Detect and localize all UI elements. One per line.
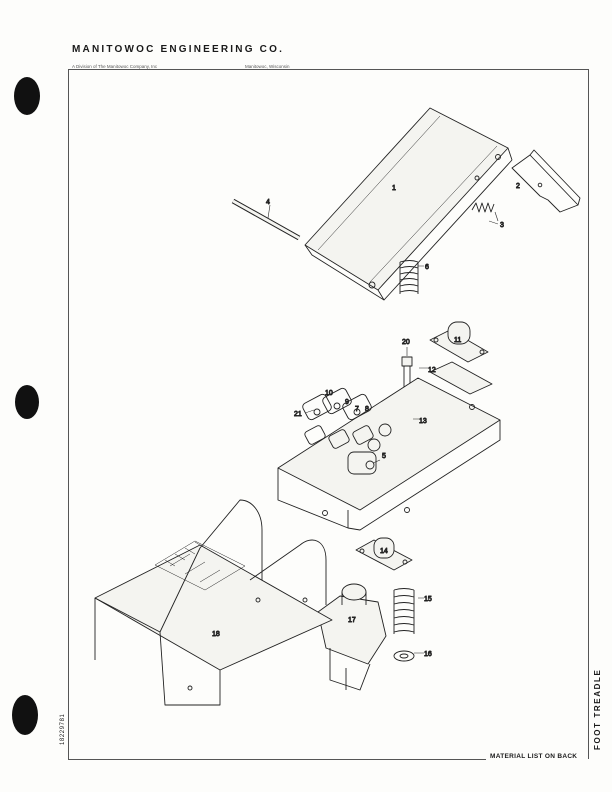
callout-21: 21 xyxy=(294,411,302,418)
division-line: A Division of The Manitowoc Company, Inc xyxy=(72,64,158,69)
callout-3: 3 xyxy=(500,222,504,229)
punch-hole-middle xyxy=(15,385,39,419)
company-name: MANITOWOC ENGINEERING CO. xyxy=(72,44,285,55)
callout-2: 2 xyxy=(516,183,520,190)
part-13-mounting-base xyxy=(277,377,501,531)
callout-16: 16 xyxy=(424,651,432,658)
material-list-note: MATERIAL LIST ON BACK xyxy=(490,753,578,760)
callout-6: 6 xyxy=(425,264,429,271)
callout-14: 14 xyxy=(380,548,388,555)
part-17-housing xyxy=(317,583,387,691)
frame-right-rule xyxy=(588,69,589,759)
frame-top-rule xyxy=(68,69,588,70)
part-11-top-block xyxy=(429,321,489,363)
part-18-treadle-frame xyxy=(94,499,333,706)
part-3-spring xyxy=(471,202,499,222)
part-1-pedal-plate xyxy=(304,107,513,301)
callout-7: 7 xyxy=(355,406,359,413)
frame-left-rule xyxy=(68,69,69,759)
punch-hole-bottom xyxy=(12,695,38,735)
callout-17: 17 xyxy=(348,617,356,624)
frame-bottom-rule xyxy=(68,759,486,760)
callout-5: 5 xyxy=(382,453,386,460)
part-12-shim xyxy=(429,361,493,395)
part-14-lower-block xyxy=(355,537,413,571)
callout-20: 20 xyxy=(402,339,410,346)
leader-lines xyxy=(304,220,499,654)
part-6-spring xyxy=(399,260,419,294)
callout-10: 10 xyxy=(325,390,333,397)
punch-hole-top xyxy=(14,77,40,115)
callout-15: 15 xyxy=(424,596,432,603)
location-line: Manitowoc, Wisconsin xyxy=(245,64,290,69)
part-2-bracket xyxy=(511,149,581,213)
callout-18: 18 xyxy=(212,631,220,638)
callout-11: 11 xyxy=(454,337,461,344)
part-lever-assembly xyxy=(302,387,381,475)
part-16-washer xyxy=(393,650,415,662)
callout-8: 8 xyxy=(365,406,369,413)
part-4-pin xyxy=(231,198,301,241)
callout-1: 1 xyxy=(392,185,396,192)
callout-13: 13 xyxy=(419,418,427,425)
callout-4: 4 xyxy=(266,199,270,206)
callout-12: 12 xyxy=(428,367,436,374)
part-15-spring xyxy=(393,588,415,634)
callout-9: 9 xyxy=(345,399,349,406)
